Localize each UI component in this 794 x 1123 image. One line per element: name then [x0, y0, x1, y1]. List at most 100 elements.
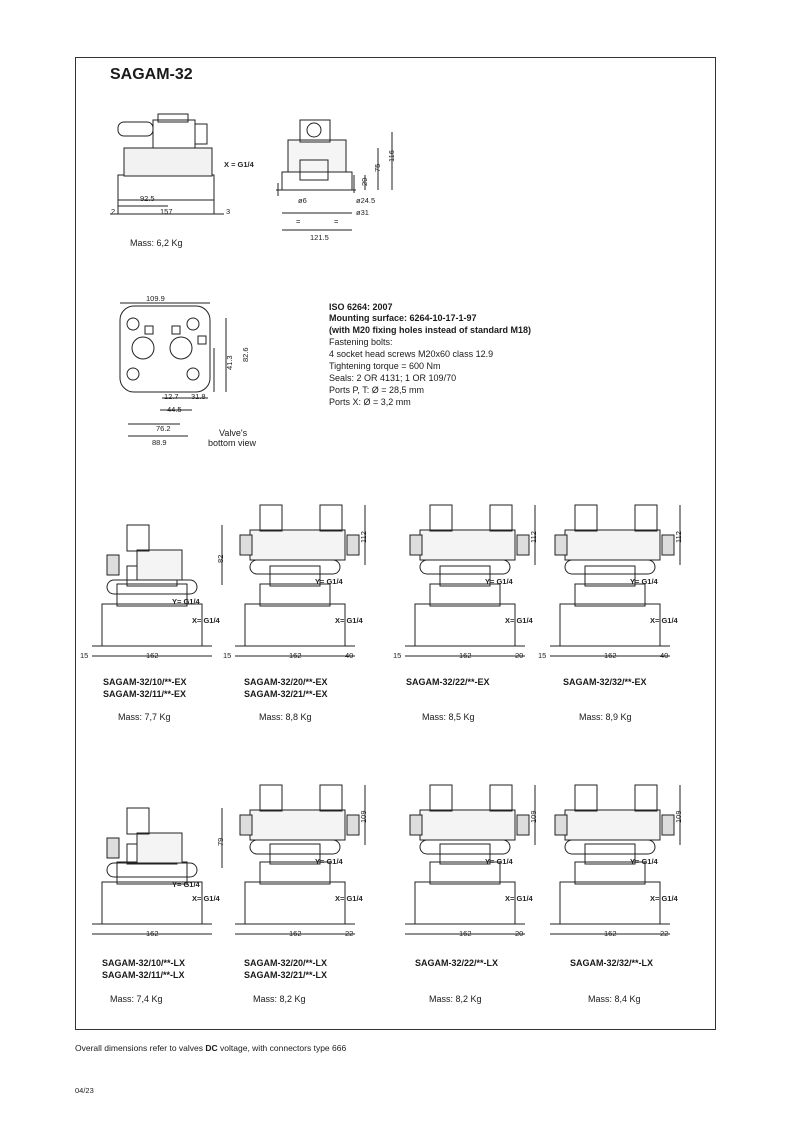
- mass-row2-0: Mass: 7,4 Kg: [110, 994, 163, 1004]
- dim-right-row2-1: 22: [345, 929, 354, 938]
- dim-82-6: 82.6: [241, 347, 250, 362]
- valve-model-row1-1-a: SAGAM-32/20/**-EX: [244, 677, 328, 687]
- dim-162-row2-2: 162: [459, 929, 472, 938]
- dim-d24-5: ø24.5: [356, 196, 376, 205]
- valve-model-row2-0-b: SAGAM-32/11/**-LX: [102, 970, 185, 980]
- dim-162-row2-3: 162: [604, 929, 617, 938]
- dim-162-row1-2: 162: [459, 651, 472, 660]
- x-port-row1-3: X= G1/4: [650, 616, 678, 625]
- dim-116: 116: [387, 150, 396, 162]
- spec-seals: Seals: 2 OR 4131; 1 OR 109/70: [329, 373, 457, 383]
- valve-model-row2-2-a: SAGAM-32/22/**-LX: [415, 958, 499, 968]
- dim-31-8: 31.8: [191, 392, 206, 401]
- mass-row1-0: Mass: 7,7 Kg: [118, 712, 171, 722]
- dim-162-row1-3: 162: [604, 651, 617, 660]
- y-port-row2-2: Y= G1/4: [485, 857, 513, 866]
- x-port-row2-0: X= G1/4: [192, 894, 220, 903]
- dim-height-row2-2: 109: [529, 810, 538, 823]
- y-port-row1-3: Y= G1/4: [630, 577, 658, 586]
- valve-model-row1-0-a: SAGAM-32/10/**-EX: [103, 677, 187, 687]
- dim-15-row1-2: 15: [393, 651, 402, 660]
- dim-height-row2-1: 109: [359, 810, 368, 823]
- x-port-row2-2: X= G1/4: [505, 894, 533, 903]
- y-port-row1-2: Y= G1/4: [485, 577, 513, 586]
- x-port-row1-0: X= G1/4: [192, 616, 220, 625]
- x-port-row2-3: X= G1/4: [650, 894, 678, 903]
- dim-eq-2: =: [334, 217, 339, 226]
- dim-15-row1-3: 15: [538, 651, 547, 660]
- y-port-row2-0: Y= G1/4: [172, 880, 200, 889]
- dim-29: 29: [360, 177, 369, 186]
- dim-162-row1-0: 162: [146, 651, 159, 660]
- mass-row2-1: Mass: 8,2 Kg: [253, 994, 306, 1004]
- dim-2: 2: [111, 207, 116, 216]
- dim-d6: ø6: [298, 196, 307, 205]
- valve-model-row2-0-a: SAGAM-32/10/**-LX: [102, 958, 186, 968]
- dim-height-row1-0: 82: [216, 554, 225, 563]
- dim-109-9: 109.9: [146, 294, 165, 303]
- dim-right-row1-3: 40: [660, 651, 669, 660]
- dim-d31: ø31: [356, 208, 369, 217]
- dim-height-row2-0: 79: [216, 837, 225, 846]
- dim-eq-1: =: [296, 217, 301, 226]
- spec-fixing-holes: (with M20 fixing holes instead of standa…: [329, 325, 532, 335]
- dim-76-2: 76.2: [156, 424, 171, 433]
- dim-12-7: 12.7: [164, 392, 179, 401]
- mass-top: Mass: 6,2 Kg: [130, 238, 183, 248]
- valve-model-row2-1-a: SAGAM-32/20/**-LX: [244, 958, 328, 968]
- dim-75: 75: [373, 163, 382, 172]
- dim-15-row1-1: 15: [223, 651, 232, 660]
- valve-model-row1-2-a: SAGAM-32/22/**-EX: [406, 677, 490, 687]
- footer-note: Overall dimensions refer to valves DC vo…: [75, 1043, 347, 1053]
- valve-model-row1-3-a: SAGAM-32/32/**-EX: [563, 677, 647, 687]
- y-port-row1-1: Y= G1/4: [315, 577, 343, 586]
- dim-height-row1-1: 112: [359, 531, 368, 543]
- mass-row1-1: Mass: 8,8 Kg: [259, 712, 312, 722]
- valve-model-row1-0-b: SAGAM-32/11/**-EX: [103, 689, 187, 699]
- valve-model-row2-3-a: SAGAM-32/32/**-LX: [570, 958, 654, 968]
- y-port-row2-1: Y= G1/4: [315, 857, 343, 866]
- dim-92-5: 92.5: [140, 194, 155, 203]
- x-port-row1-2: X= G1/4: [505, 616, 533, 625]
- dim-41-3: 41.3: [225, 355, 234, 370]
- dim-15-row1-0: 15: [80, 651, 89, 660]
- dim-height-row2-3: 109: [674, 810, 683, 823]
- valve-model-row1-1-b: SAGAM-32/21/**-EX: [244, 689, 328, 699]
- dim-right-row1-1: 40: [345, 651, 354, 660]
- dim-121-5: 121.5: [310, 233, 329, 242]
- dim-right-row2-3: 22: [660, 929, 669, 938]
- spec-iso: ISO 6264: 2007: [329, 302, 393, 312]
- mass-row2-3: Mass: 8,4 Kg: [588, 994, 641, 1004]
- dim-height-row1-3: 112: [674, 531, 683, 543]
- x-port-row2-1: X= G1/4: [335, 894, 363, 903]
- dim-162-row2-1: 162: [289, 929, 302, 938]
- page-title: SAGAM-32: [110, 66, 193, 83]
- dim-3: 3: [226, 207, 231, 216]
- dim-157: 157: [160, 207, 173, 216]
- spec-screws: 4 socket head screws M20x60 class 12.9: [329, 349, 494, 359]
- bottom-view-caption-1: Valve's: [219, 428, 248, 438]
- x-port-row1-1: X= G1/4: [335, 616, 363, 625]
- spec-mounting: Mounting surface: 6264-10-17-1-97: [329, 313, 477, 323]
- dim-right-row1-2: 20: [515, 651, 524, 660]
- dim-height-row1-2: 112: [529, 531, 538, 543]
- dim-162-row2-0: 162: [146, 929, 159, 938]
- mass-row2-2: Mass: 8,2 Kg: [429, 994, 482, 1004]
- dim-right-row2-2: 20: [515, 929, 524, 938]
- bottom-view-caption-2: bottom view: [208, 438, 257, 448]
- valve-model-row2-1-b: SAGAM-32/21/**-LX: [244, 970, 328, 980]
- dim-162-row1-1: 162: [289, 651, 302, 660]
- y-port-row2-3: Y= G1/4: [630, 857, 658, 866]
- dim-44-5: 44.5: [167, 405, 182, 414]
- x-port-label: X = G1/4: [224, 160, 254, 169]
- y-port-row1-0: Y= G1/4: [172, 597, 200, 606]
- mass-row1-2: Mass: 8,5 Kg: [422, 712, 475, 722]
- spec-torque: Tightening torque = 600 Nm: [329, 361, 441, 371]
- spec-ports-x: Ports X: Ø = 3,2 mm: [329, 397, 411, 407]
- mass-row1-3: Mass: 8,9 Kg: [579, 712, 632, 722]
- page-number: 04/23: [75, 1086, 94, 1095]
- dim-88-9: 88.9: [152, 438, 167, 447]
- spec-fastening: Fastening bolts:: [329, 337, 393, 347]
- spec-ports-pt: Ports P, T: Ø = 28,5 mm: [329, 385, 424, 395]
- content-frame: [75, 57, 716, 1030]
